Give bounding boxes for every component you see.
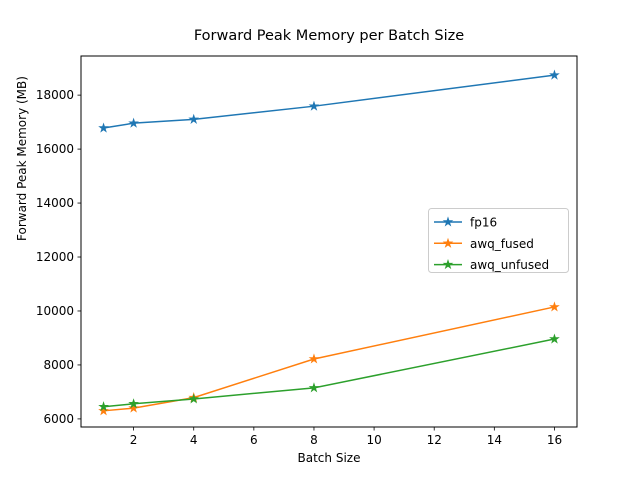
x-tick-label: 4 xyxy=(190,433,198,447)
y-tick-label: 6000 xyxy=(43,412,74,426)
legend-label: awq_unfused xyxy=(470,258,549,272)
legend-marker-fp16 xyxy=(442,216,454,227)
x-tick-label: 6 xyxy=(250,433,258,447)
legend-marker-awq_fused xyxy=(442,237,454,248)
series-marker-fp16 xyxy=(188,113,200,124)
series-marker-awq_unfused xyxy=(308,382,320,393)
series-marker-awq_unfused xyxy=(98,401,109,412)
x-tick-label: 12 xyxy=(427,433,442,447)
series-marker-awq_unfused xyxy=(549,333,560,344)
legend-marker-awq_unfused xyxy=(442,259,454,270)
x-tick-label: 8 xyxy=(310,433,318,447)
legend-label: awq_fused xyxy=(470,237,534,251)
legend-label: fp16 xyxy=(470,216,497,230)
series-line-awq_unfused xyxy=(102,338,556,408)
y-tick-label: 18000 xyxy=(36,88,74,102)
chart-title: Forward Peak Memory per Batch Size xyxy=(193,28,465,44)
series-marker-fp16 xyxy=(98,122,109,133)
series-marker-awq_fused xyxy=(98,405,109,416)
series-marker-fp16 xyxy=(308,100,320,111)
series-marker-fp16 xyxy=(128,117,139,128)
series-marker-awq_unfused xyxy=(128,398,139,409)
x-tick-label: 16 xyxy=(547,433,562,447)
x-tick-label: 14 xyxy=(487,433,502,447)
x-tick-label: 2 xyxy=(130,433,138,447)
legend-box xyxy=(428,208,569,273)
series-marker-awq_fused xyxy=(128,402,139,413)
series-marker-awq_fused xyxy=(549,301,560,312)
series-marker-awq_fused xyxy=(308,353,320,364)
axes-spines xyxy=(80,55,578,428)
series-marker-fp16 xyxy=(549,69,560,80)
y-tick-label: 8000 xyxy=(43,358,74,372)
x-tick-label: 10 xyxy=(366,433,381,447)
y-tick-label: 12000 xyxy=(36,250,74,264)
y-tick-label: 10000 xyxy=(36,304,74,318)
y-tick-label: 14000 xyxy=(36,196,74,210)
y-tick-label: 16000 xyxy=(36,142,74,156)
series-line-fp16 xyxy=(102,74,556,129)
x-axis-label: Batch Size xyxy=(297,451,361,465)
series-line-awq_fused xyxy=(102,306,556,412)
series-marker-awq_unfused xyxy=(188,393,200,404)
